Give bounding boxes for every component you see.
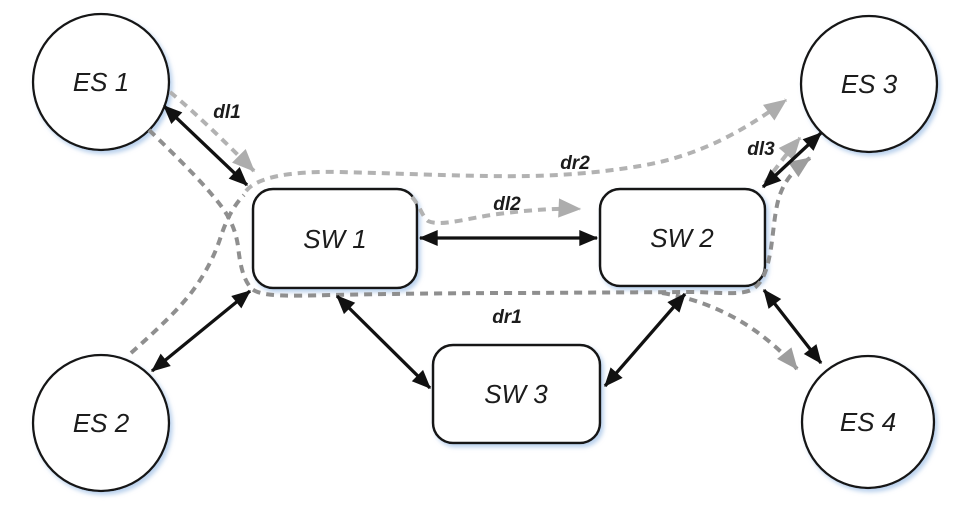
link-sw2-es3 xyxy=(761,131,823,189)
node-label-sw1: SW 1 xyxy=(303,224,367,254)
node-sw3-rect xyxy=(431,343,602,445)
node-labels: ES 1 ES 2 ES 3 ES 4 SW 1 SW 2 SW 3 xyxy=(73,67,898,438)
route-label-dl1: dl1 xyxy=(213,102,240,123)
node-label-sw2: SW 2 xyxy=(650,223,714,253)
route-labels: dl1 dl2 dl3 dr1 dr2 xyxy=(213,102,775,328)
link-sw1-sw3 xyxy=(335,294,432,390)
node-label-es2: ES 2 xyxy=(73,408,130,438)
node-shapes xyxy=(31,12,939,493)
route-label-dr1: dr1 xyxy=(492,307,522,328)
node-label-es1: ES 1 xyxy=(73,67,129,97)
route-label-dr2: dr2 xyxy=(560,153,590,174)
node-es1-circle xyxy=(31,12,171,152)
link-es1-sw1 xyxy=(162,104,249,187)
node-label-sw3: SW 3 xyxy=(484,379,548,409)
route-label-dl2: dl2 xyxy=(493,194,521,215)
link-sw2-es4 xyxy=(762,288,823,365)
node-es2-circle xyxy=(31,353,171,493)
node-sw2-rect xyxy=(598,187,767,288)
route-label-dl3: dl3 xyxy=(747,139,775,160)
link-es2-sw1 xyxy=(150,289,252,373)
route-dr2-path xyxy=(244,98,788,193)
link-sw3-sw2 xyxy=(603,292,687,388)
node-es3-circle xyxy=(799,14,939,154)
node-sw1-rect xyxy=(251,187,419,290)
route-dl2-path xyxy=(410,195,582,225)
solid-links xyxy=(150,104,823,390)
route-dl1-path xyxy=(168,90,256,173)
node-es4-circle xyxy=(800,354,936,490)
node-label-es4: ES 4 xyxy=(840,407,896,437)
node-label-es3: ES 3 xyxy=(841,69,898,99)
